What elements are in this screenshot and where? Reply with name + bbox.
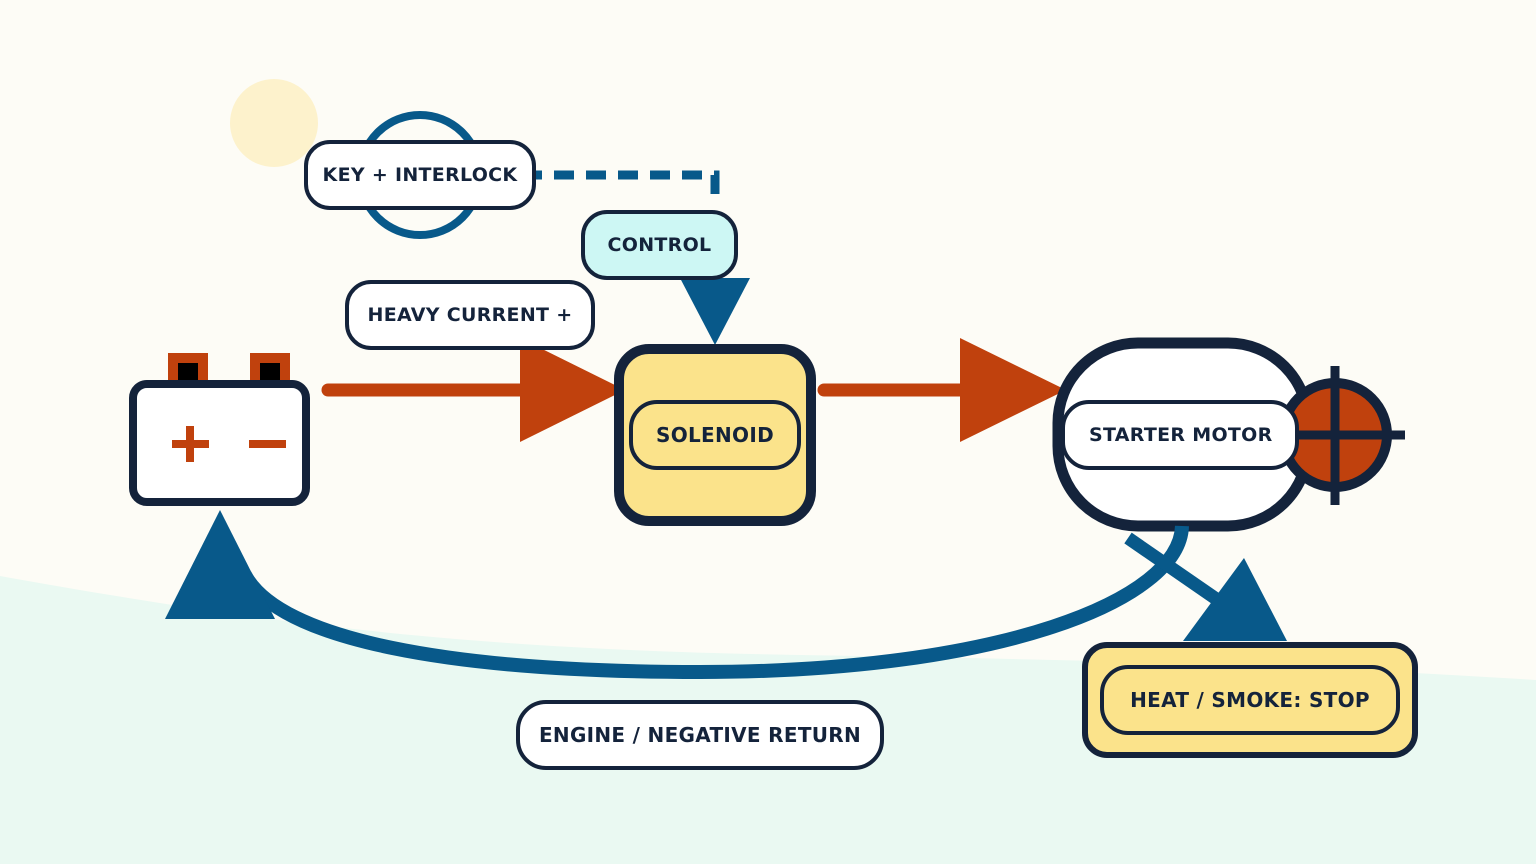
battery-minus-text: − [252, 418, 282, 419]
heat-warning-arrowhead [1183, 558, 1287, 641]
key-interlock-label: KEY + INTERLOCK [304, 140, 536, 210]
heavy-current-label: HEAVY CURRENT + [345, 280, 595, 350]
heat-smoke-label: HEAT / SMOKE: STOP [1100, 665, 1400, 735]
starter-motor-label: STARTER MOTOR [1061, 400, 1299, 470]
heat-warning-line [1124, 532, 1229, 611]
control-dashed-line [490, 170, 720, 205]
negative-return-arrowhead [165, 510, 275, 619]
battery-plus-icon-vertical [186, 426, 194, 462]
battery-minus-icon [249, 440, 286, 448]
battery-plus-text: + [175, 418, 205, 419]
heavy-current-arrowhead [520, 338, 625, 442]
battery-icon [129, 380, 310, 506]
control-label: CONTROL [581, 210, 738, 280]
control-arrowhead [680, 278, 750, 345]
solenoid-label: SOLENOID [629, 400, 801, 470]
engine-return-label: ENGINE / NEGATIVE RETURN [516, 700, 884, 770]
sun-decoration [230, 79, 318, 167]
negative-return-curve [238, 525, 1189, 680]
solenoid-to-starter-arrowhead [960, 338, 1066, 442]
